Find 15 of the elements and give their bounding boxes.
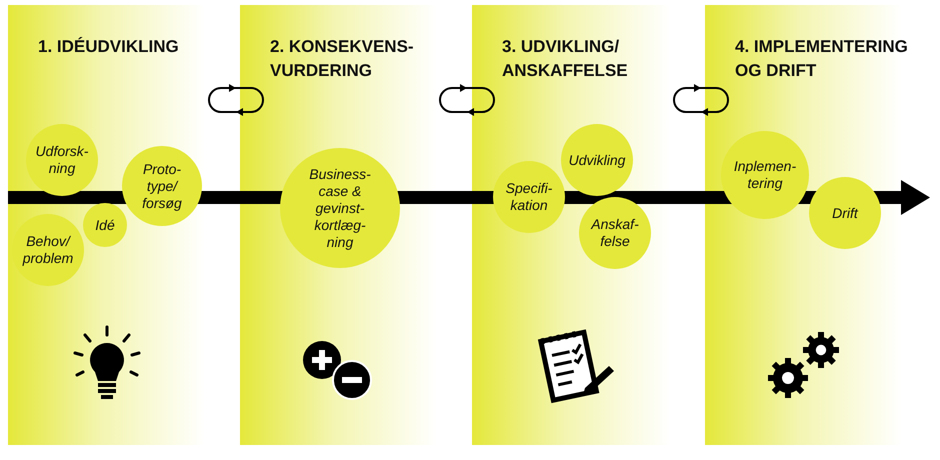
step-label: Business- case & gevinst- kortlæg- ning <box>308 166 372 250</box>
phase-heading: 4. IMPLEMENTERING OG DRIFT <box>735 36 909 82</box>
step-label: Idé <box>94 216 116 234</box>
step-circle <box>83 203 127 247</box>
step-label: Anskaf- felse <box>590 216 640 250</box>
step-label: Drift <box>831 204 860 222</box>
step-label: Inplemen- tering <box>732 158 798 192</box>
step-label: Udvikling <box>568 152 626 168</box>
step-label: Udforsk- ning <box>34 143 90 177</box>
step-label: Specifi- kation <box>504 180 554 214</box>
phase-heading: 1. IDÉUDVIKLING <box>38 36 180 58</box>
phase-heading: 3. UDVIKLING/ ANSKAFFELSE <box>502 36 629 82</box>
step-label: Behov/ problem <box>22 233 74 267</box>
step-label: Proto- type/ forsøg <box>141 160 183 212</box>
phase-heading: 2. KONSEKVENS- VURDERING <box>270 36 415 82</box>
